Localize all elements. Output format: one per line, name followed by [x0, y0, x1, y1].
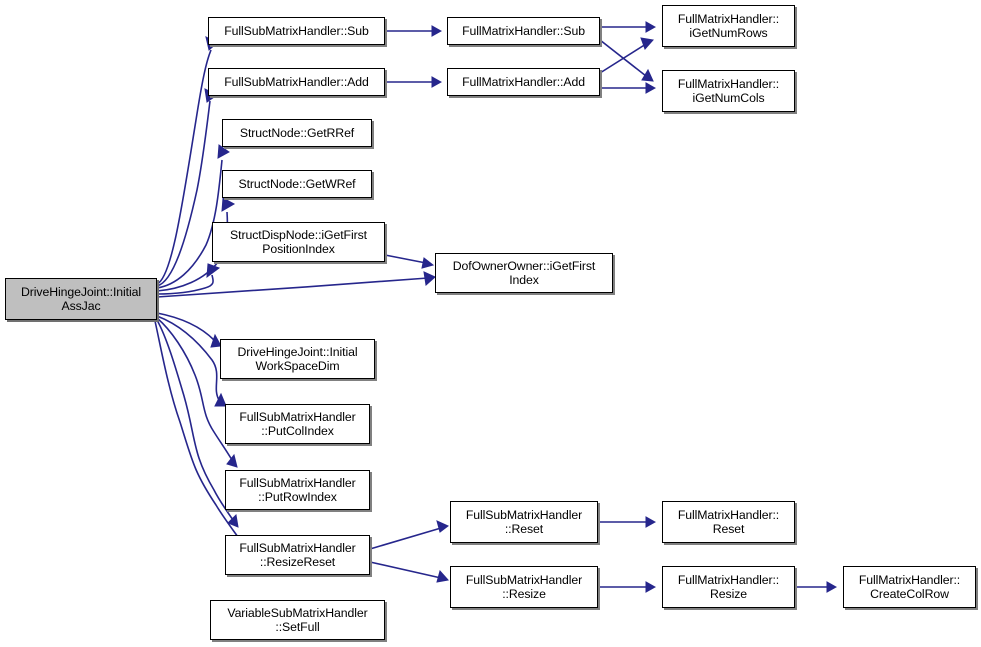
graph-node-vsmh_setfull[interactable]: VariableSubMatrixHandler ::SetFull [210, 600, 385, 640]
graph-node-label: VariableSubMatrixHandler ::SetFull [227, 605, 368, 635]
edge-fsmh_resizereset-to-fsmh_reset [369, 520, 449, 550]
graph-node-label: FullMatrixHandler::Sub [462, 23, 585, 38]
edge-root-to-fsmh_add [156, 88, 218, 287]
graph-node-label: FullMatrixHandler:: CreateColRow [858, 572, 961, 602]
graph-node-root[interactable]: DriveHingeJoint::Initial AssJac [5, 278, 157, 320]
arrowhead [436, 569, 449, 583]
graph-node-fmh_sub[interactable]: FullMatrixHandler::Sub [447, 17, 600, 45]
graph-node-fsmh_putcol[interactable]: FullSubMatrixHandler ::PutColIndex [225, 404, 370, 444]
graph-node-label: FullMatrixHandler:: iGetNumCols [677, 76, 780, 106]
graph-node-label: DriveHingeJoint::Initial WorkSpaceDim [237, 344, 358, 374]
graph-node-label: FullMatrixHandler:: Resize [677, 572, 780, 602]
edge-root-to-sn_getrref [156, 144, 230, 289]
edge-fmh_sub-to-fmh_cols [599, 39, 654, 82]
arrowhead [645, 581, 657, 593]
graph-node-fmh_resize[interactable]: FullMatrixHandler:: Resize [662, 566, 795, 608]
arrowhead [431, 76, 443, 88]
edge-sdn_igfpi-to-doo_igfi [384, 254, 435, 269]
edge-fmh_sub-to-fmh_rows [600, 21, 657, 33]
edge-root-to-dhj_iwsd [156, 312, 222, 348]
graph-node-fmh_createcolrow[interactable]: FullMatrixHandler:: CreateColRow [843, 566, 976, 608]
graph-node-label: FullSubMatrixHandler ::PutRowIndex [239, 475, 356, 505]
arrowhead [221, 197, 236, 212]
graph-node-fsmh_putrow[interactable]: FullSubMatrixHandler ::PutRowIndex [225, 470, 370, 510]
edge-fsmh_reset-to-fmh_reset [598, 516, 657, 528]
graph-node-fsmh_resize[interactable]: FullSubMatrixHandler ::Resize [450, 566, 598, 608]
graph-node-fsmh_add[interactable]: FullSubMatrixHandler::Add [208, 68, 385, 96]
graph-node-fmh_add[interactable]: FullMatrixHandler::Add [447, 68, 600, 96]
graph-node-label: FullSubMatrixHandler::Sub [224, 23, 369, 38]
arrowhead [436, 520, 449, 533]
arrowhead [645, 21, 657, 33]
arrowhead [640, 37, 654, 50]
graph-node-sdn_igfpi[interactable]: StructDispNode::iGetFirst PositionIndex [212, 222, 385, 262]
arrowhead [421, 257, 435, 269]
edge-fmh_add-to-fmh_cols [600, 82, 657, 94]
arrowhead [826, 581, 838, 593]
edge-root-to-sdn_igfpi [156, 263, 221, 295]
graph-node-dhj_iwsd[interactable]: DriveHingeJoint::Initial WorkSpaceDim [220, 339, 375, 379]
arrowhead [641, 68, 654, 82]
arrowhead [645, 516, 657, 528]
edge-fmh_add-to-fmh_rows [599, 37, 654, 74]
arrowhead [206, 263, 221, 279]
graph-node-sn_getwref[interactable]: StructNode::GetWRef [222, 170, 372, 198]
graph-node-label: FullSubMatrixHandler ::Reset [465, 507, 583, 537]
graph-node-label: DofOwnerOwner::iGetFirst Index [452, 258, 596, 288]
arrowhead [423, 271, 436, 286]
graph-node-label: StructDispNode::iGetFirst PositionIndex [230, 227, 367, 257]
graph-node-fsmh_sub[interactable]: FullSubMatrixHandler::Sub [208, 17, 385, 45]
edge-fsmh_add-to-fmh_add [385, 76, 443, 88]
edge-root-to-fsmh_putcol [156, 315, 227, 407]
graph-node-fsmh_resizereset[interactable]: FullSubMatrixHandler ::ResizeReset [225, 535, 370, 575]
graph-node-label: FullMatrixHandler:: Reset [677, 507, 780, 537]
graph-node-label: FullSubMatrixHandler::Add [224, 74, 369, 89]
graph-node-label: DriveHingeJoint::Initial AssJac [21, 284, 141, 314]
graph-node-label: FullMatrixHandler::Add [462, 74, 585, 89]
edge-fsmh_sub-to-fmh_sub [385, 25, 443, 37]
graph-node-label: FullSubMatrixHandler ::Resize [465, 572, 583, 602]
graph-node-label: FullSubMatrixHandler ::PutColIndex [239, 409, 356, 439]
arrowhead [431, 25, 443, 37]
graph-node-doo_igfi[interactable]: DofOwnerOwner::iGetFirst Index [435, 253, 613, 293]
graph-node-fmh_reset[interactable]: FullMatrixHandler:: Reset [662, 501, 795, 543]
graph-node-fmh_rows[interactable]: FullMatrixHandler:: iGetNumRows [662, 5, 795, 47]
arrowhead [645, 82, 657, 94]
graph-node-label: FullMatrixHandler:: iGetNumRows [677, 11, 780, 41]
graph-node-sn_getrref[interactable]: StructNode::GetRRef [222, 119, 372, 147]
graph-node-label: StructNode::GetRRef [239, 125, 355, 140]
arrowhead [227, 513, 239, 528]
arrowhead [226, 453, 238, 468]
graph-node-fmh_cols[interactable]: FullMatrixHandler:: iGetNumCols [662, 70, 795, 112]
graph-node-label: FullSubMatrixHandler ::ResizeReset [239, 540, 356, 570]
edge-root-to-doo_igfi [156, 271, 436, 298]
graph-node-label: StructNode::GetWRef [238, 176, 356, 191]
graph-node-fsmh_reset[interactable]: FullSubMatrixHandler ::Reset [450, 501, 598, 543]
edge-fmh_resize-to-fmh_createcolrow [795, 581, 838, 593]
edge-fsmh_resize-to-fmh_resize [598, 581, 657, 593]
edge-fsmh_resizereset-to-fsmh_resize [369, 561, 449, 583]
